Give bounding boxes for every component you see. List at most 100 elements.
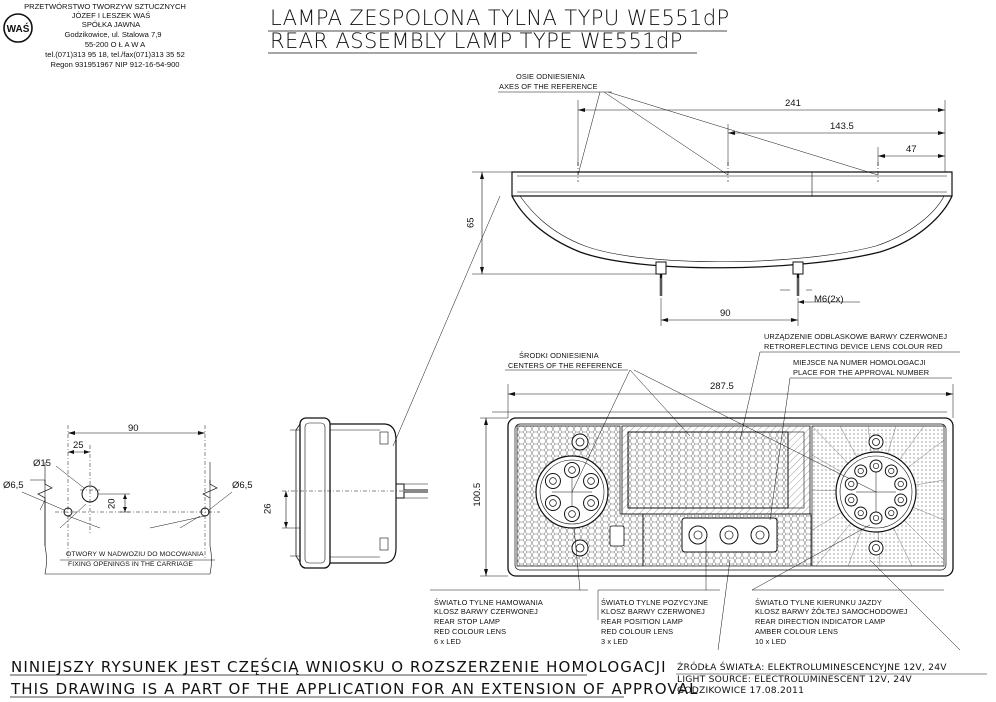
stop-led: [544, 473, 561, 489]
top-view: [472, 91, 953, 326]
company-line: tel.(071)313 95 18, tel./fax(071)313 35 …: [45, 50, 185, 59]
legend-position-1: ŚWIATŁO TYLNE POZYCYJNE: [601, 598, 709, 607]
indicator-led: [854, 464, 868, 478]
dim-100: 100.5: [472, 482, 484, 507]
position-led-core: [755, 530, 765, 540]
thread-label: M6(2x): [814, 294, 844, 305]
indicator-led-core: [897, 496, 904, 504]
indicator-led-core: [872, 462, 880, 470]
indicator-led: [844, 493, 858, 507]
position-led: [688, 525, 708, 545]
indicator-led-core: [897, 480, 904, 488]
side-view: [282, 417, 428, 569]
legend-stop-3: REAR STOP LAMP: [434, 617, 501, 626]
indicator-led-core: [872, 514, 880, 522]
dim-90-mount: 90: [128, 423, 139, 434]
dim-d65-left: Ø6,5: [3, 480, 24, 491]
svg-text:WAŚ: WAŚ: [7, 22, 30, 35]
company-line: 55-200 O Ł A W A: [84, 40, 146, 49]
indicator-led: [844, 477, 858, 491]
indicator-led-core: [848, 496, 855, 504]
legend-stop-2: KLOSZ BARWY CZERWONEJ: [434, 607, 538, 616]
dim-25: 25: [73, 440, 84, 451]
approval-label-en: PLACE FOR THE APPROVAL NUMBER: [793, 368, 930, 377]
mounting-openings-view: [21, 425, 233, 575]
indicator-led-core: [888, 509, 895, 517]
indicator-led-core: [848, 480, 855, 488]
dim-d65-right: Ø6,5: [232, 480, 253, 491]
legend-position-2: KLOSZ BARWY CZERWONEJ: [601, 607, 705, 616]
footer-en: THIS DRAWING IS A PART OF THE APPLICATIO…: [11, 680, 699, 698]
position-led-core: [724, 530, 734, 540]
legend-stop-5: 6 x LED: [434, 637, 461, 646]
drawing-date: GODZIKOWICE 17.08.2011: [677, 685, 805, 696]
indicator-led-core: [888, 467, 895, 475]
company-logo: WAŚ: [3, 13, 33, 43]
openings-label-pl: OTWORY W NADWOZIU DO MOCOWANIA: [66, 551, 204, 558]
stop-led-core: [549, 499, 557, 507]
title-pl: LAMPA ZESPOLONA TYLNA TYPU WE551dP: [270, 6, 730, 30]
position-led-core: [693, 530, 703, 540]
stop-led: [564, 462, 580, 478]
dim-241: 241: [785, 98, 801, 109]
legend-indicator-2: KLOSZ BARWY ŻÓŁTEJ SAMOCHODOWEJ: [755, 607, 908, 616]
dim-26: 26: [262, 503, 274, 515]
indicator-led: [854, 506, 868, 520]
retro-label-en: RETROREFLECTING DEVICE LENS COLOUR RED: [764, 342, 943, 351]
legend-indicator-3: REAR DIRECTION INDICATOR LAMP: [755, 617, 886, 626]
indicator-led: [894, 493, 908, 507]
approval-label-pl: MIEJSCE NA NUMER HOMOLOGACJI: [793, 358, 926, 367]
indicator-led: [894, 477, 908, 491]
stop-led-core: [587, 477, 595, 485]
company-line: SPÓŁKA JAWNA: [81, 20, 141, 29]
title-en: REAR ASSEMBLY LAMP TYPE WE551dP: [270, 29, 683, 53]
company-line: Godzikowice, ul. Stalowa 7,9: [64, 30, 162, 39]
company-line: PRZETWÓRSTWO TWORZYW SZTUCZNYCH: [24, 2, 186, 11]
position-led: [719, 525, 739, 545]
dim-d15: Ø15: [33, 458, 51, 469]
led-group: [544, 459, 908, 545]
stop-led: [564, 506, 580, 522]
axes-label-pl: OSIE ODNIESIENIA: [516, 72, 585, 81]
centers-label-pl: ŚRODKI ODNIESIENIA: [519, 351, 599, 360]
openings-label-en: FIXING OPENINGS IN THE CARRIAGE: [68, 561, 193, 568]
legend-stop-1: ŚWIATŁO TYLNE HAMOWANIA: [434, 598, 543, 607]
centers-label-en: CENTERS OF THE REFERENCE: [508, 361, 623, 370]
indicator-led: [884, 464, 898, 478]
stop-led: [583, 495, 600, 511]
indicator-led: [869, 459, 883, 473]
axes-label-en: AXES OF THE REFERENCE: [499, 82, 598, 91]
indicator-led-core: [857, 509, 864, 517]
dim-90-top: 90: [720, 308, 731, 319]
indicator-led: [869, 511, 883, 525]
stop-led: [583, 473, 600, 489]
company-line: JÓZEF I LESZEK WAŚ: [71, 11, 151, 20]
stop-led-core: [587, 499, 595, 507]
retro-label-pl: URZĄDZENIE ODBLASKOWE BARWY CZERWONEJ: [764, 332, 948, 341]
stop-led-core: [568, 466, 576, 474]
position-led: [750, 525, 770, 545]
legend-position-3: REAR POSITION LAMP: [601, 617, 683, 626]
dim-20: 20: [106, 498, 118, 510]
legend-position-5: 3 x LED: [601, 637, 628, 646]
legend-stop-4: RED COLOUR LENS: [434, 627, 507, 636]
footer-pl: NINIEJSZY RYSUNEK JEST CZĘŚCIĄ WNIOSKU O…: [11, 658, 667, 676]
dim-143: 143.5: [830, 121, 854, 132]
dim-65: 65: [465, 217, 477, 229]
indicator-led-core: [857, 467, 864, 475]
source-pl: ŹRÓDŁA ŚWIATŁA: ELEKTROLUMINESCENCYJNE 1…: [677, 662, 947, 673]
legend-indicator-1: ŚWIATŁO TYLNE KIERUNKU JAZDY: [755, 598, 882, 607]
stop-led-core: [549, 477, 557, 485]
legend-indicator-4: AMBER COLOUR LENS: [755, 627, 839, 636]
source-en: LIGHT SOURCE: ELECTROLUMINESCENT 12V, 24…: [677, 674, 912, 685]
company-line: Regon 931951967 NIP 912-16-54-900: [50, 60, 180, 69]
dim-47: 47: [906, 144, 917, 155]
legend-indicator-5: 10 x LED: [755, 637, 787, 646]
indicator-led: [884, 506, 898, 520]
legend-position-4: RED COLOUR LENS: [601, 627, 674, 636]
stop-led-core: [568, 510, 576, 518]
dim-287: 287.5: [710, 381, 734, 392]
stop-led: [544, 495, 561, 511]
